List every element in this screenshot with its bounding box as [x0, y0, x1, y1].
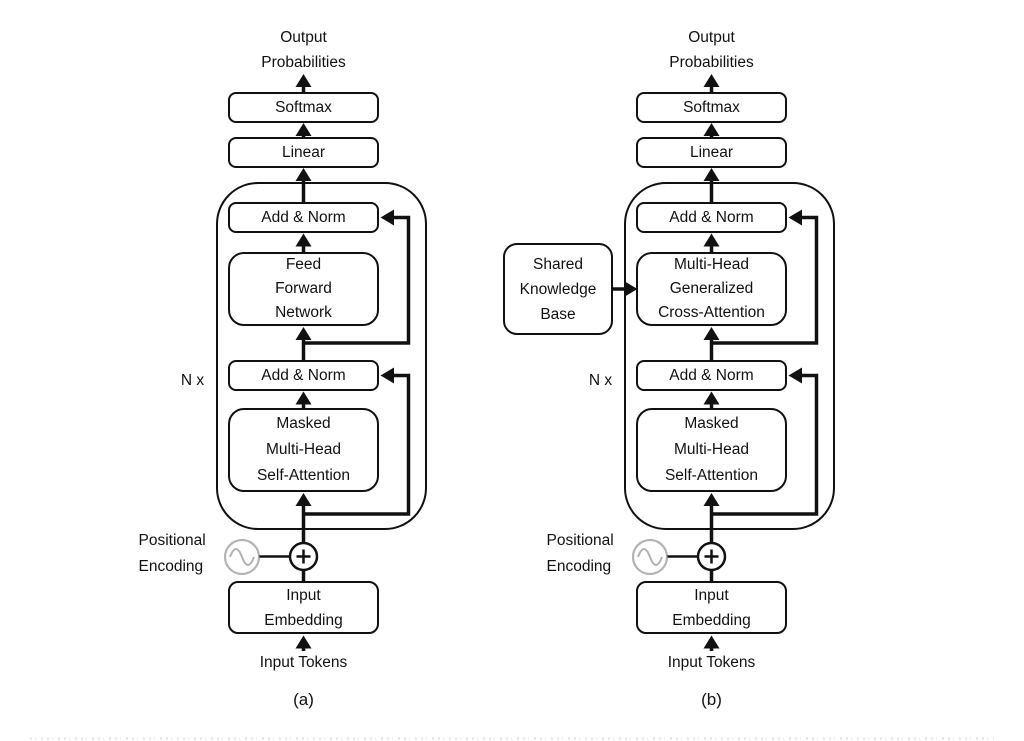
arrow-linear-to-softmax [703, 123, 720, 137]
n-x-label: N x [180, 372, 205, 389]
add-norm-bottom-box: Add & Norm [636, 360, 787, 391]
linear-box: Linear [636, 137, 787, 168]
generalized-cross-attention-box: Multi-Head Generalized Cross-Attention [636, 252, 787, 326]
arrow-tokens-to-embedding [703, 635, 720, 651]
arrow-attention-to-addnorm-bottom [295, 391, 312, 408]
diagram-b-wires [613, 74, 819, 651]
feed-forward-network-box: Feed Forward Network [228, 252, 379, 326]
arrow-tokens-to-embedding [295, 635, 312, 651]
diagram-a-wires [223, 74, 411, 651]
add-norm-bottom-box: Add & Norm [228, 360, 379, 391]
softmax-box: Softmax [636, 92, 787, 123]
arrow-softmax-to-output [295, 74, 312, 92]
diagram-caption: (b) [701, 690, 722, 709]
residual-bottom [710, 367, 819, 516]
add-norm-top-box: Add & Norm [636, 202, 787, 233]
decoder-layer-container [216, 182, 427, 530]
arrow-softmax-to-output [703, 74, 720, 92]
positional-encoding-label: Positional Encoding [546, 532, 614, 575]
input-embedding-box: Input Embedding [228, 581, 379, 634]
n-x-label: N x [588, 372, 613, 389]
input-embedding-box: Input Embedding [636, 581, 787, 634]
arrow-input-to-attention [703, 493, 720, 543]
softmax-box: Softmax [228, 92, 379, 123]
arrow-linear-to-softmax [295, 123, 312, 137]
arrow-input-to-attention [295, 493, 312, 543]
linear-box: Linear [228, 137, 379, 168]
arrow-addnorm-bottom-to-midblock [295, 327, 312, 360]
masked-self-attention-box: Masked Multi-Head Self-Attention [636, 408, 787, 492]
sine-wave-icon [223, 538, 261, 576]
arrow-addnorm-bottom-to-midblock [703, 327, 720, 360]
shared-knowledge-base-box: Shared Knowledge Base [503, 243, 613, 335]
sine-wave-icon [631, 538, 669, 576]
arrow-attention-to-addnorm-bottom [703, 391, 720, 408]
arrow-addnorm-top-to-linear [703, 168, 720, 202]
plus-icon [696, 541, 727, 572]
input-tokens-label: Input Tokens [667, 654, 756, 671]
cropped-caption-top-edge [30, 737, 994, 740]
plus-icon [288, 541, 319, 572]
output-probabilities-label: Output Probabilities [261, 29, 346, 71]
arrow-addnorm-top-to-linear [295, 168, 312, 202]
diagram-caption: (a) [293, 690, 314, 709]
decoder-layer-container [624, 182, 835, 530]
output-probabilities-label: Output Probabilities [669, 29, 754, 71]
input-tokens-label: Input Tokens [259, 654, 348, 671]
positional-encoding-label: Positional Encoding [138, 532, 206, 575]
add-norm-top-box: Add & Norm [228, 202, 379, 233]
masked-self-attention-box: Masked Multi-Head Self-Attention [228, 408, 379, 492]
residual-bottom [302, 367, 411, 516]
arrow-midblock-to-addnorm-top [295, 233, 312, 252]
arrow-midblock-to-addnorm-top [703, 233, 720, 252]
